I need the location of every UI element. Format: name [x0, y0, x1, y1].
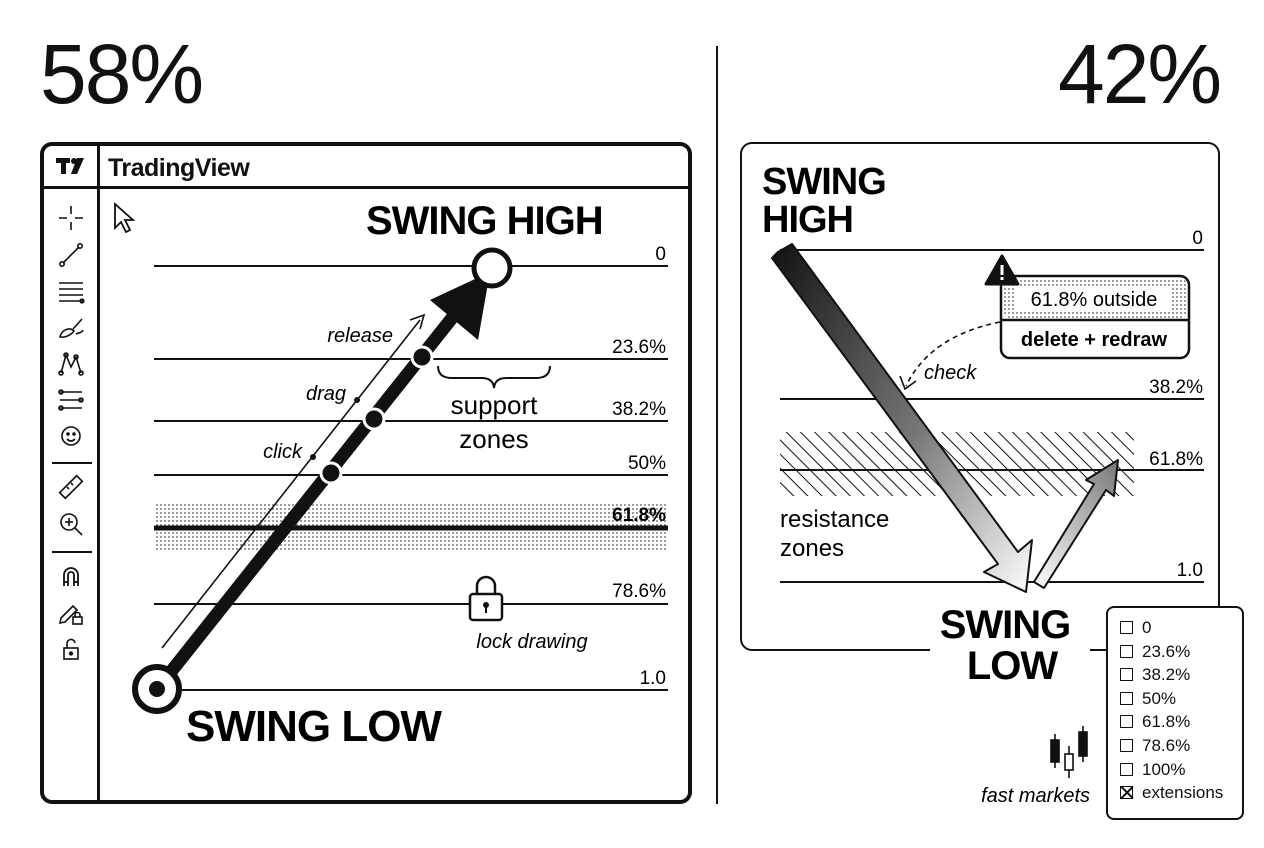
right-swing-low-line1: SWING [940, 603, 1071, 647]
click-point [310, 454, 316, 460]
resistance-zones-line2: zones [780, 535, 844, 562]
guide-arrowhead [409, 313, 426, 330]
brush-icon[interactable] [56, 313, 86, 343]
support-brace [437, 365, 551, 389]
checkbox-50[interactable] [1120, 691, 1133, 705]
app-title: TradingView [108, 154, 250, 182]
level-option-23-6[interactable]: 23.6% [1120, 640, 1242, 664]
right-level-label-1-0: 1.0 [1177, 560, 1203, 581]
level-option-61-8[interactable]: 61.8% [1120, 710, 1242, 734]
fib-retracement-icon[interactable] [56, 277, 86, 307]
level-label-38-2: 38.2% [612, 399, 666, 420]
support-zones-line1: support [451, 390, 538, 420]
rising-arrow [1033, 459, 1119, 589]
step-dot-drag [362, 407, 386, 431]
check-arrowhead [899, 375, 917, 391]
step-label-click: click [263, 441, 303, 463]
step-dot-release [410, 345, 434, 369]
checkbox-61-8[interactable] [1120, 715, 1133, 729]
cursor-icon [114, 201, 136, 234]
right-level-label-0: 0 [1192, 228, 1203, 249]
left-fib-diagram: 0 23.6% 38.2% 50% 61.8% 78.6% 1.0 releas… [114, 199, 668, 751]
title-bar: TradingView [44, 146, 688, 189]
level-label-0: 0 [655, 244, 666, 265]
check-arrow [905, 321, 1001, 387]
checkbox-100[interactable] [1120, 762, 1133, 776]
right-swing-high-line2: HIGH [762, 199, 853, 241]
right-swing-high-line1: SWING [762, 161, 886, 203]
level-option-50[interactable]: 50% [1120, 687, 1242, 711]
toolbar-separator [52, 462, 92, 464]
falling-arrow [771, 243, 1033, 593]
toolbar-separator [52, 551, 92, 553]
ruler-icon[interactable] [56, 472, 86, 502]
step-label-release: release [327, 325, 393, 347]
center-divider [716, 46, 718, 804]
warning-icon [984, 254, 1020, 286]
level-option-100[interactable]: 100% [1120, 758, 1242, 782]
trend-line-icon[interactable] [56, 240, 86, 270]
level-label-1-0: 1.0 [640, 668, 666, 689]
checkbox-0[interactable] [1120, 621, 1133, 634]
levels-settings-panel: 0 23.6% 38.2% 50% 61.8% 78.6% 100% exten… [1106, 606, 1244, 820]
level-label-61-8: 61.8% [612, 505, 666, 526]
resistance-zones-line1: resistance [780, 506, 889, 533]
guide-line [161, 319, 421, 649]
crosshair-icon[interactable] [56, 203, 86, 233]
right-level-label-61-8: 61.8% [1149, 449, 1203, 470]
level-label-50: 50% [628, 453, 666, 474]
warning-card [999, 274, 1191, 360]
level-option-extensions[interactable]: extensions [1120, 781, 1242, 805]
level-label-23-6: 23.6% [612, 337, 666, 358]
left-share-label: 58% [40, 27, 204, 121]
lock-drawing-caption: lock drawing [476, 631, 587, 653]
checkbox-78-6[interactable] [1120, 738, 1133, 752]
padlock-icon [468, 575, 504, 622]
right-comparison-panel [740, 142, 1220, 651]
pattern-icon[interactable] [56, 349, 86, 379]
main-arrow-shaft [151, 311, 459, 695]
candlesticks-icon [1050, 726, 1088, 778]
tradingview-logo-icon [44, 146, 100, 186]
right-level-label-38-2: 38.2% [1149, 377, 1203, 398]
delete-redraw-button[interactable]: delete + redraw [1021, 329, 1168, 351]
magnet-icon[interactable] [56, 561, 86, 591]
emoji-icon[interactable] [56, 421, 86, 451]
right-fib-diagram: 0 38.2% 61.8% 1.0 resistance zones 61.8%… [762, 161, 1204, 807]
drag-point [354, 397, 360, 403]
checkbox-extensions[interactable] [1120, 786, 1133, 800]
lock-drawing-icon[interactable] [56, 598, 86, 628]
unlock-icon[interactable] [56, 634, 86, 664]
right-swing-low-line2: LOW [967, 644, 1059, 688]
checkbox-23-6[interactable] [1120, 644, 1133, 658]
right-share-label: 42% [1058, 27, 1222, 121]
swing-low-title: SWING LOW [186, 702, 442, 751]
prediction-icon[interactable] [56, 385, 86, 415]
support-zones-line2: zones [459, 424, 528, 454]
zoom-in-icon[interactable] [56, 509, 86, 539]
swing-high-anchor [471, 247, 513, 289]
warning-text: 61.8% outside [1031, 289, 1158, 311]
level-option-78-6[interactable]: 78.6% [1120, 734, 1242, 758]
checkbox-38-2[interactable] [1120, 668, 1133, 682]
step-dot-click [319, 461, 343, 485]
swing-high-title: SWING HIGH [366, 199, 603, 243]
level-option-0[interactable]: 0 [1120, 616, 1242, 640]
fast-markets-caption: fast markets [981, 785, 1090, 807]
step-label-drag: drag [306, 383, 346, 405]
check-label: check [924, 362, 977, 384]
level-label-78-6: 78.6% [612, 581, 666, 602]
drawing-toolbar [44, 189, 100, 800]
main-arrow-head [430, 272, 490, 340]
level-option-38-2[interactable]: 38.2% [1120, 663, 1242, 687]
